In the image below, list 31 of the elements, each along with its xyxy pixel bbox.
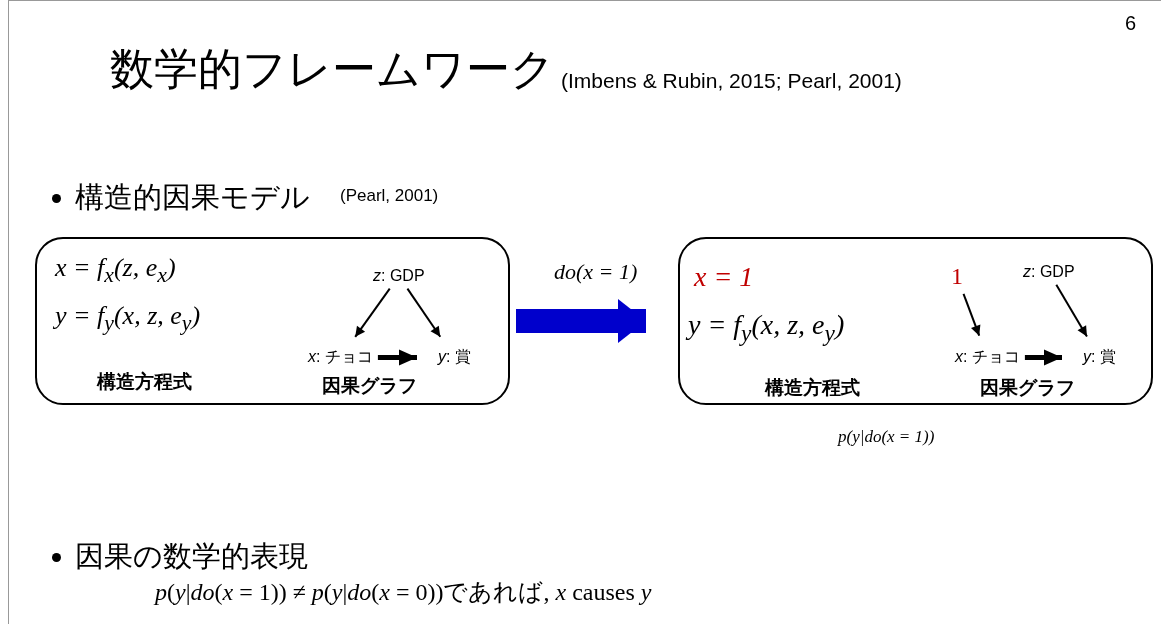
caption-text: 因果グラフ [980, 376, 1075, 400]
arrow [1024, 349, 1062, 366]
citation-text: (Imbens & Rubin, 2015; Pearl, 2001) [561, 69, 902, 93]
bullet-text: 因果の数学的表現 [75, 539, 308, 574]
equation-text: x = 1 [694, 261, 754, 293]
arrow [962, 292, 981, 337]
slide-title: 数学的フレームワーク [110, 43, 555, 95]
variable-label: x: チョコ [305, 345, 376, 370]
statement-text: p(y|do(x = 1)) ≠ p(y|do(x = 0))であれば, x causes y [155, 578, 652, 607]
caption-text: 因果グラフ [322, 374, 417, 398]
variable-label: y: 賞 [435, 345, 474, 370]
equation-text: y = f$_{y}$(x, z, e$_{y}$) [55, 301, 201, 337]
bullet-text: 構造的因果モデル [75, 180, 310, 215]
rounded-panel [35, 237, 510, 405]
arrow [406, 287, 442, 338]
block-arrow [516, 299, 646, 343]
page-number: 6 [1125, 12, 1137, 35]
arrow [354, 287, 391, 338]
formula-text: p(y|do(x = 1)) [838, 427, 935, 447]
arrow [1055, 283, 1088, 338]
caption-text: 構造方程式 [97, 370, 192, 394]
variable-label: z: GDP [1020, 261, 1078, 283]
variable-label: 1 [948, 261, 966, 292]
variable-label: y: 賞 [1080, 345, 1119, 370]
variable-label: z: GDP [370, 265, 428, 287]
arrow [377, 349, 417, 366]
citation-text: (Pearl, 2001) [340, 186, 439, 206]
equation-text: x = f$_{x}$(z, e$_{x}$) [55, 253, 176, 289]
rounded-panel [678, 237, 1153, 405]
variable-label: x: チョコ [952, 345, 1023, 370]
caption-text: 構造方程式 [765, 376, 860, 400]
